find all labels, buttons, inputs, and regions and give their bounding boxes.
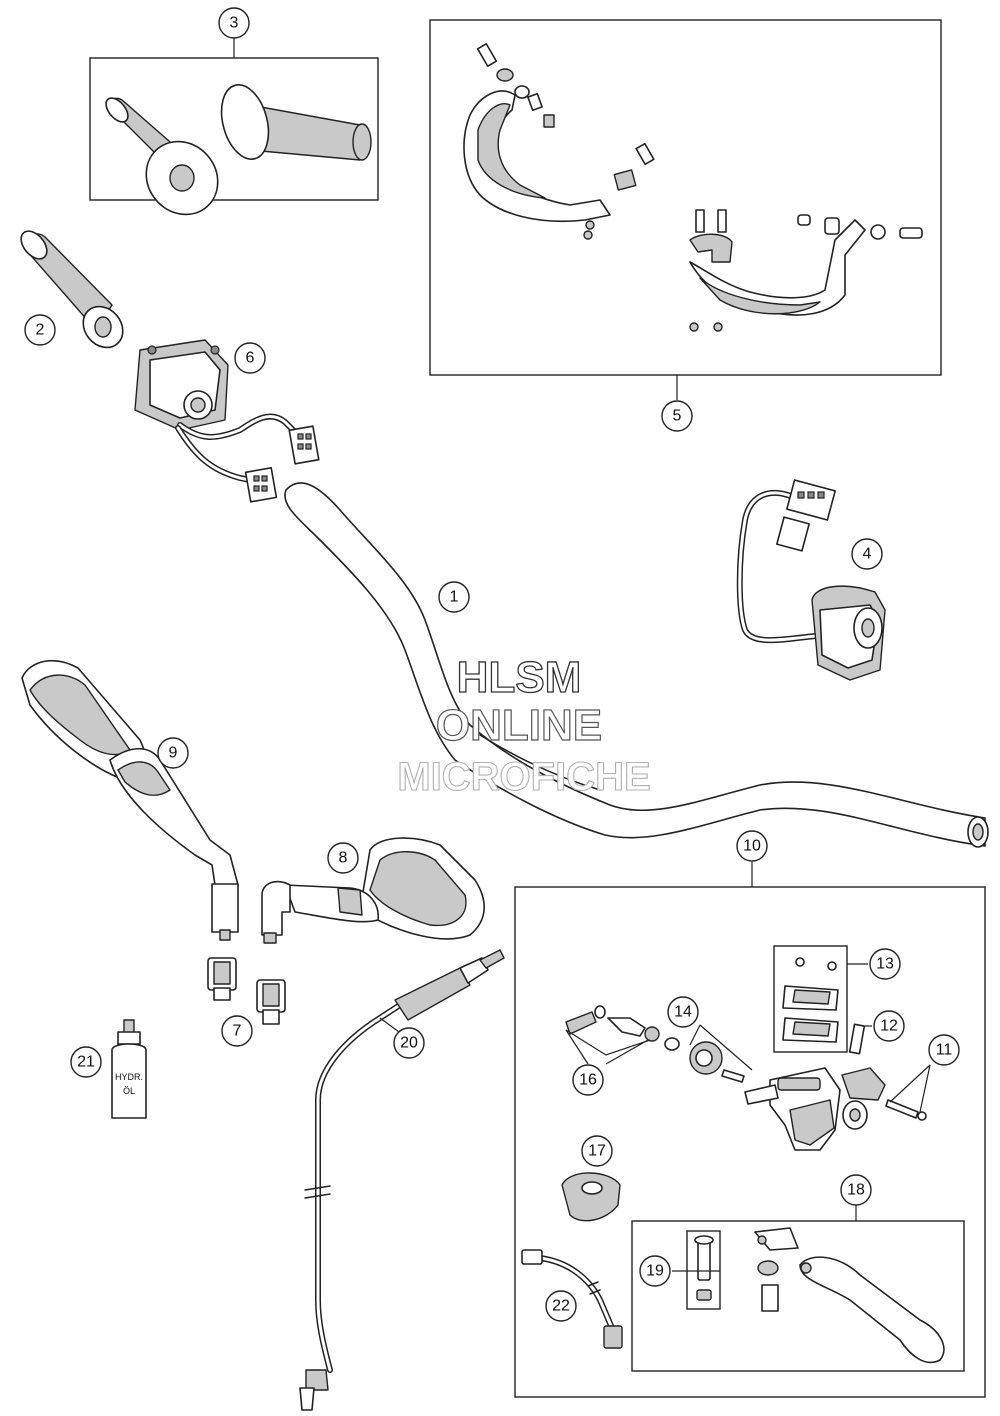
callout-2: 2 [24,314,56,346]
svg-text:7: 7 [233,1023,242,1040]
svg-text:18: 18 [847,1182,865,1199]
callout-9: 9 [157,737,189,769]
callout-4: 4 [851,538,883,570]
watermark: HLSM ONLINE MICROFICHE [397,652,651,799]
svg-text:12: 12 [880,1018,898,1035]
left-mirror [21,660,239,941]
svg-text:11: 11 [936,1042,953,1059]
right-handlebar-switch [736,479,886,681]
callout-18: 18 [840,1174,872,1206]
clutch-master-cylinder [521,957,945,1364]
callout-3: 3 [218,7,250,39]
clutch-line [299,949,505,1411]
frame-part-18 [631,1220,965,1372]
svg-text:16: 16 [579,1072,597,1089]
callouts: 1 2 3 4 5 6 7 8 9 10 11 12 13 14 16 17 1… [24,7,960,1322]
callout-7: 7 [221,1015,253,1047]
bottle-label-line1: HYDR. [115,1072,143,1082]
mirror-adapters [207,957,286,1025]
callout-5: 5 [661,400,693,432]
callout-12: 12 [873,1010,905,1042]
left-grip [20,230,124,349]
watermark-line3: MICROFICHE [397,755,650,799]
bottle-label-line2: ÖL [123,1086,135,1096]
svg-text:4: 4 [863,546,872,563]
hydraulic-oil-bottle: HYDR. ÖL [111,1019,147,1119]
svg-text:8: 8 [339,850,348,867]
frame-part-19 [686,1230,721,1310]
svg-text:20: 20 [400,1035,418,1052]
handguard-set [463,43,923,332]
watermark-line2: ONLINE [436,701,602,750]
svg-text:5: 5 [673,408,682,425]
callout-13: 13 [869,948,901,980]
handlebar [284,482,989,848]
svg-text:9: 9 [169,745,178,762]
svg-text:22: 22 [552,1298,570,1315]
svg-text:2: 2 [36,322,45,339]
callout-22: 22 [545,1290,577,1322]
frame-part-13 [773,945,848,1053]
svg-text:3: 3 [230,15,239,32]
leader-lines [233,38,931,1272]
svg-text:14: 14 [674,1004,692,1021]
svg-text:21: 21 [77,1054,95,1071]
frame-part-10 [514,886,986,1398]
callout-17: 17 [581,1135,613,1167]
callout-14: 14 [667,996,699,1028]
grip-set [105,84,372,216]
callout-1: 1 [438,581,470,613]
svg-text:6: 6 [246,350,255,367]
watermark-line1: HLSM [457,653,582,702]
callout-10: 10 [736,830,768,862]
svg-text:19: 19 [646,1263,664,1280]
callout-8: 8 [327,842,359,874]
svg-text:1: 1 [450,589,459,606]
right-mirror [261,837,485,944]
svg-text:13: 13 [876,956,894,973]
frame-part-5 [429,19,942,376]
callout-11: 11 [928,1034,960,1066]
callout-19: 19 [639,1255,671,1287]
callout-21: 21 [70,1046,102,1078]
callout-20: 20 [393,1027,425,1059]
svg-text:17: 17 [588,1143,606,1160]
left-handlebar-switch [134,339,320,503]
callout-16: 16 [572,1064,604,1096]
callout-6: 6 [234,342,266,374]
svg-text:10: 10 [743,838,761,855]
